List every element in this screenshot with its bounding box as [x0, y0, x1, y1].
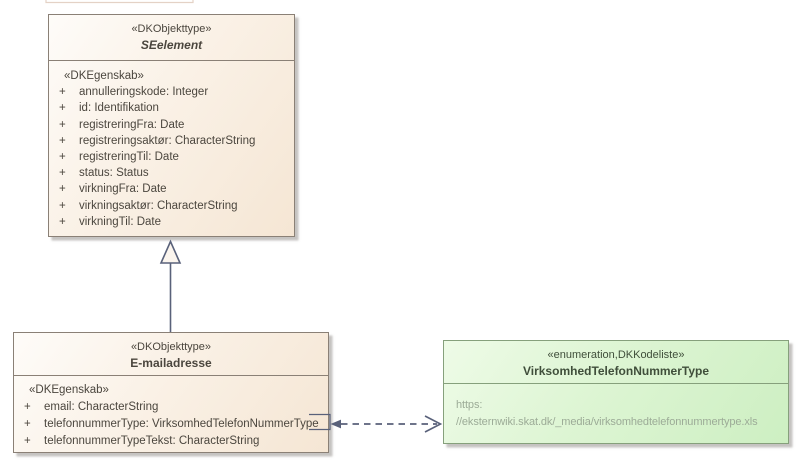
attribute-text: virkningFra: Date	[79, 183, 167, 196]
class-emailadresse-header: «DKObjekttype» E-mailadresse	[14, 333, 328, 376]
attributes-stereotype: «DKEgenskab»	[64, 70, 144, 82]
attribute-text: virkningsaktør: CharacterString	[79, 199, 238, 212]
attribute-row: + virkningsaktør: CharacterString	[49, 198, 294, 214]
visibility-marker: +	[59, 118, 66, 131]
attribute-row: + registreringFra: Date	[49, 117, 294, 133]
attribute-text: registreringTil: Date	[79, 151, 179, 164]
attribute-text: annulleringskode: Integer	[79, 86, 209, 99]
attribute-text: registreringsaktør: CharacterString	[79, 134, 256, 147]
visibility-marker: +	[59, 134, 66, 147]
cropped-element-edge	[45, 0, 194, 4]
attributes-stereotype: «DKEgenskab»	[29, 384, 109, 396]
enum-virksomhedtelefonnummertype[interactable]: «enumeration,DKKodeliste» VirksomhedTele…	[443, 340, 789, 444]
visibility-marker: +	[24, 401, 31, 413]
attribute-row: + virkningTil: Date	[49, 214, 294, 230]
attribute-row: + virkningFra: Date	[49, 181, 294, 197]
generalization-connector	[159, 239, 182, 332]
enum-stereotype: «enumeration,DKKodeliste»	[547, 349, 685, 361]
visibility-marker: +	[24, 418, 31, 430]
visibility-marker: +	[59, 102, 66, 115]
class-emailadresse-name: E-mailadresse	[130, 356, 212, 370]
class-seelement-attributes: «DKEgenskab» + annulleringskode: Integer…	[49, 61, 294, 230]
attribute-row: + status: Status	[49, 165, 294, 181]
enum-name: VirksomhedTelefonNummerType	[522, 364, 710, 378]
attribute-text: status: Status	[79, 167, 149, 180]
attribute-text: virkningTil: Date	[79, 215, 162, 228]
enum-codelist-link[interactable]: https: //eksternwiki.skat.dk/_media/virk…	[444, 384, 788, 431]
attribute-text: id: Identifikation	[79, 102, 159, 115]
source-arrowhead-icon	[330, 419, 341, 429]
attribute-row: + annulleringskode: Integer	[49, 84, 294, 100]
visibility-marker: +	[59, 215, 66, 228]
class-seelement-stereotype: «DKObjekttype»	[131, 23, 212, 35]
attribute-row: + registreringTil: Date	[49, 149, 294, 165]
class-seelement[interactable]: «DKObjekttype» SEelement «DKEgenskab» + …	[48, 14, 295, 237]
visibility-marker: +	[24, 435, 31, 447]
generalization-triangle-icon	[159, 239, 182, 264]
class-seelement-name: SEelement	[140, 38, 203, 52]
attribute-text: telefonnummerType: VirksomhedTelefonNumm…	[44, 418, 319, 430]
visibility-marker: +	[59, 86, 66, 99]
attribute-row: + email: CharacterString	[14, 399, 328, 416]
class-seelement-header: «DKObjekttype» SEelement	[49, 15, 294, 61]
link-line-1[interactable]: https:	[456, 399, 483, 411]
attribute-row: + id: Identifikation	[49, 100, 294, 116]
link-line-2[interactable]: //eksternwiki.skat.dk/_media/virksomhedt…	[456, 416, 758, 428]
open-arrowhead-icon	[424, 415, 443, 433]
attribute-text: registreringFra: Date	[79, 118, 185, 131]
visibility-marker: +	[59, 183, 66, 196]
attribute-text: telefonnummerTypeTekst: CharacterString	[44, 435, 260, 447]
enum-header: «enumeration,DKKodeliste» VirksomhedTele…	[444, 341, 788, 384]
class-emailadresse-attributes: «DKEgenskab» + email: CharacterString + …	[14, 376, 328, 450]
attribute-row-telefonnummertype: + telefonnummerType: VirksomhedTelefonNu…	[14, 416, 328, 433]
attribute-row: + telefonnummerTypeTekst: CharacterStrin…	[14, 433, 328, 450]
visibility-marker: +	[59, 167, 66, 180]
class-emailadresse[interactable]: «DKObjekttype» E-mailadresse «DKEgenskab…	[13, 332, 329, 453]
attribute-text: email: CharacterString	[44, 401, 159, 413]
attribute-row: + registreringsaktør: CharacterString	[49, 133, 294, 149]
visibility-marker: +	[59, 151, 66, 164]
visibility-marker: +	[59, 199, 66, 212]
class-emailadresse-stereotype: «DKObjekttype»	[130, 341, 212, 353]
